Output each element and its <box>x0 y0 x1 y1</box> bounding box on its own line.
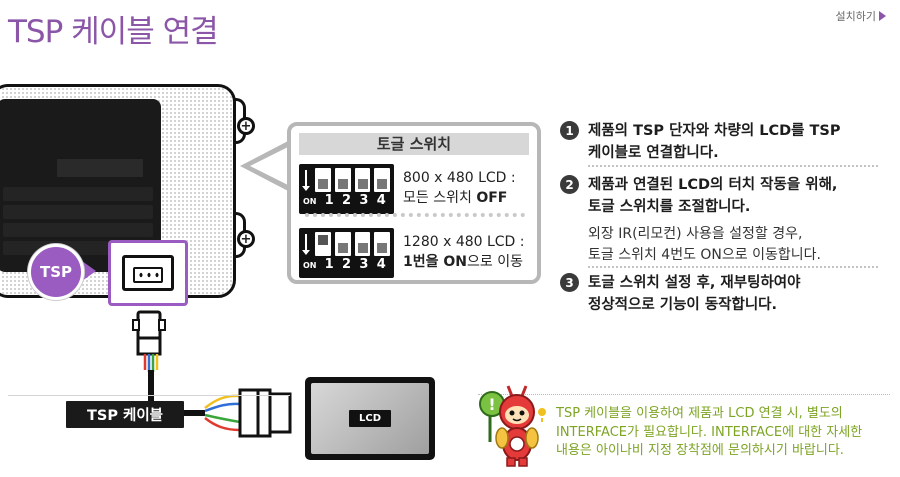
page-title: TSP 케이블 연결 <box>8 14 219 50</box>
toggle-switch-panel: 토글 스위치 ON 1 2 3 4 800 x 480 LCD : 모든 스위치… <box>287 122 541 284</box>
tsp-port-highlight <box>108 240 188 306</box>
toggle-panel-title: 토글 스위치 <box>299 133 529 155</box>
svg-text:!: ! <box>488 395 495 414</box>
step-text: 제품의 TSP 단자와 차량의 LCD를 TSP <box>588 123 841 139</box>
chevron-right-icon <box>879 11 886 21</box>
step-text: 토글 스위치를 조절합니다. <box>588 199 751 215</box>
mascot-icon: ! <box>479 385 546 467</box>
step-number: 1 <box>560 121 579 140</box>
step-note: 토글 스위치 4번도 ON으로 이동합니다. <box>588 247 821 263</box>
divider <box>8 395 290 396</box>
step-number: 2 <box>560 175 579 194</box>
step-item: 1 제품의 TSP 단자와 차량의 LCD를 TSP 케이블로 연결합니다. <box>560 120 890 164</box>
tsp-port-badge: TSP <box>28 244 84 300</box>
screw-icon: + <box>237 230 255 248</box>
screw-icon: + <box>237 117 255 135</box>
step-item: 2 제품과 연결된 LCD의 터치 작동을 위해, 토글 스위치를 조절합니다.… <box>560 174 890 266</box>
tsp-cable-label: TSP 케이블 <box>66 401 184 428</box>
breadcrumb[interactable]: 설치하기 <box>836 8 886 24</box>
note-text: TSP 케이블을 이용하여 제품과 LCD 연결 시, 별도의 INTERFAC… <box>556 406 863 458</box>
divider <box>305 213 525 217</box>
step-number: 3 <box>560 273 579 292</box>
step-text: 케이블로 연결합니다. <box>588 145 719 161</box>
arrow-down-icon <box>302 170 310 191</box>
cable-illustration <box>132 310 292 438</box>
dip-switch-1-on: ON 1 2 3 4 <box>299 228 394 278</box>
breadcrumb-label[interactable]: 설치하기 <box>835 10 876 23</box>
dip-option-desc: 800 x 480 LCD : 모든 스위치 OFF <box>403 170 516 206</box>
lcd-screen: LCD <box>305 377 435 460</box>
step-text: 정상적으로 기능이 동작합니다. <box>588 297 778 313</box>
divider <box>588 165 878 167</box>
step-text: 제품과 연결된 LCD의 터치 작동을 위해, <box>588 177 838 193</box>
cable-connector-icon <box>238 388 292 438</box>
dip-switch-all-off: ON 1 2 3 4 <box>299 164 394 214</box>
step-note: 외장 IR(리모컨) 사용을 설정할 경우, <box>588 226 803 242</box>
step-text: 토글 스위치 설정 후, 재부팅하여야 <box>588 275 801 291</box>
divider <box>588 266 878 268</box>
lcd-label: LCD <box>348 410 391 427</box>
step-item: 3 토글 스위치 설정 후, 재부팅하여야 정상적으로 기능이 동작합니다. <box>560 272 890 316</box>
note-box <box>478 394 890 470</box>
badge-pointer <box>82 261 96 281</box>
arrow-down-icon <box>302 234 310 255</box>
callout-pointer <box>240 140 290 192</box>
dip-option-desc: 1280 x 480 LCD : 1번을 ON으로 이동 <box>403 234 525 270</box>
cable-plug-icon <box>132 310 166 356</box>
tsp-port-icon <box>122 255 174 291</box>
